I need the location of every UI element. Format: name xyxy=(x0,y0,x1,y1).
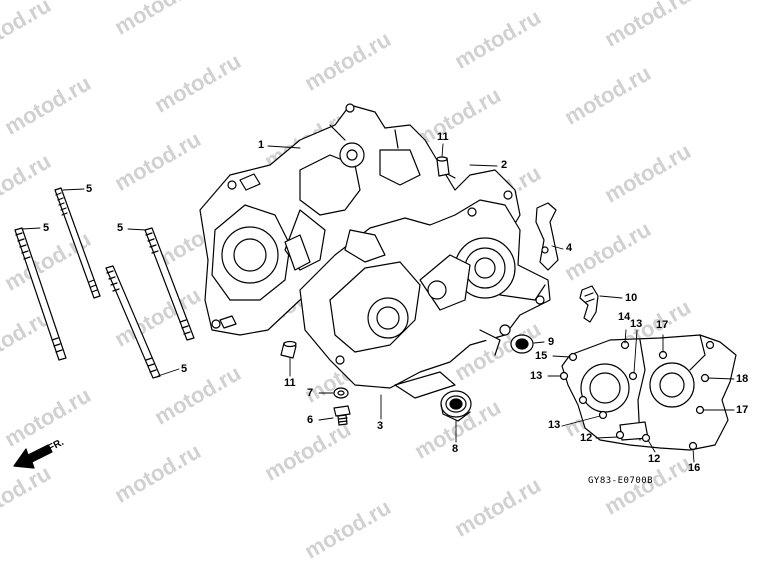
callout-5-d: 5 xyxy=(181,363,188,375)
callout-15: 15 xyxy=(535,350,548,362)
stud-bolt-4 xyxy=(105,265,161,379)
callout-10: 10 xyxy=(625,292,638,304)
cable-clip xyxy=(579,285,599,323)
diagram-code: GY83-E0700B xyxy=(588,476,654,486)
callout-8: 8 xyxy=(452,443,459,455)
callout-5-c: 5 xyxy=(117,222,124,234)
callout-9: 9 xyxy=(548,336,555,348)
callout-1: 1 xyxy=(258,139,265,151)
crankcase-cover-gasket xyxy=(559,334,737,451)
oil-seal xyxy=(510,334,534,354)
sealing-washer xyxy=(333,387,349,399)
front-arrow-icon xyxy=(13,444,53,469)
left-crankcase xyxy=(199,103,521,336)
callout-11-a: 11 xyxy=(437,131,449,143)
chain-guide-bracket xyxy=(535,202,559,271)
callout-7: 7 xyxy=(307,387,314,399)
stud-bolt-1 xyxy=(54,187,101,299)
dowel-pin-lower xyxy=(280,340,297,359)
callout-18: 18 xyxy=(736,373,749,385)
ball-bearing xyxy=(440,390,472,422)
callout-12-a: 12 xyxy=(580,432,593,444)
callout-2: 2 xyxy=(501,159,508,171)
stud-bolt-3 xyxy=(144,227,195,341)
callout-13-a: 13 xyxy=(530,370,543,382)
callout-13-b: 13 xyxy=(548,419,561,431)
callout-5-b: 5 xyxy=(43,222,50,234)
stud-bolt-2 xyxy=(14,227,67,361)
callout-16: 16 xyxy=(688,462,701,474)
callout-12-b: 12 xyxy=(648,453,661,465)
callout-17-a: 17 xyxy=(656,319,669,331)
right-crankcase xyxy=(284,199,551,399)
callout-6: 6 xyxy=(307,414,314,426)
callout-4: 4 xyxy=(566,242,573,254)
dowel-pin-upper xyxy=(436,156,450,177)
callout-17-b: 17 xyxy=(736,404,749,416)
callout-14: 14 xyxy=(618,311,631,323)
callout-5-a: 5 xyxy=(86,183,93,195)
callout-13-c: 13 xyxy=(630,318,643,330)
callout-3: 3 xyxy=(377,420,384,432)
callout-11-b: 11 xyxy=(284,377,296,389)
leader-lines xyxy=(21,143,735,463)
drain-bolt xyxy=(333,405,351,426)
